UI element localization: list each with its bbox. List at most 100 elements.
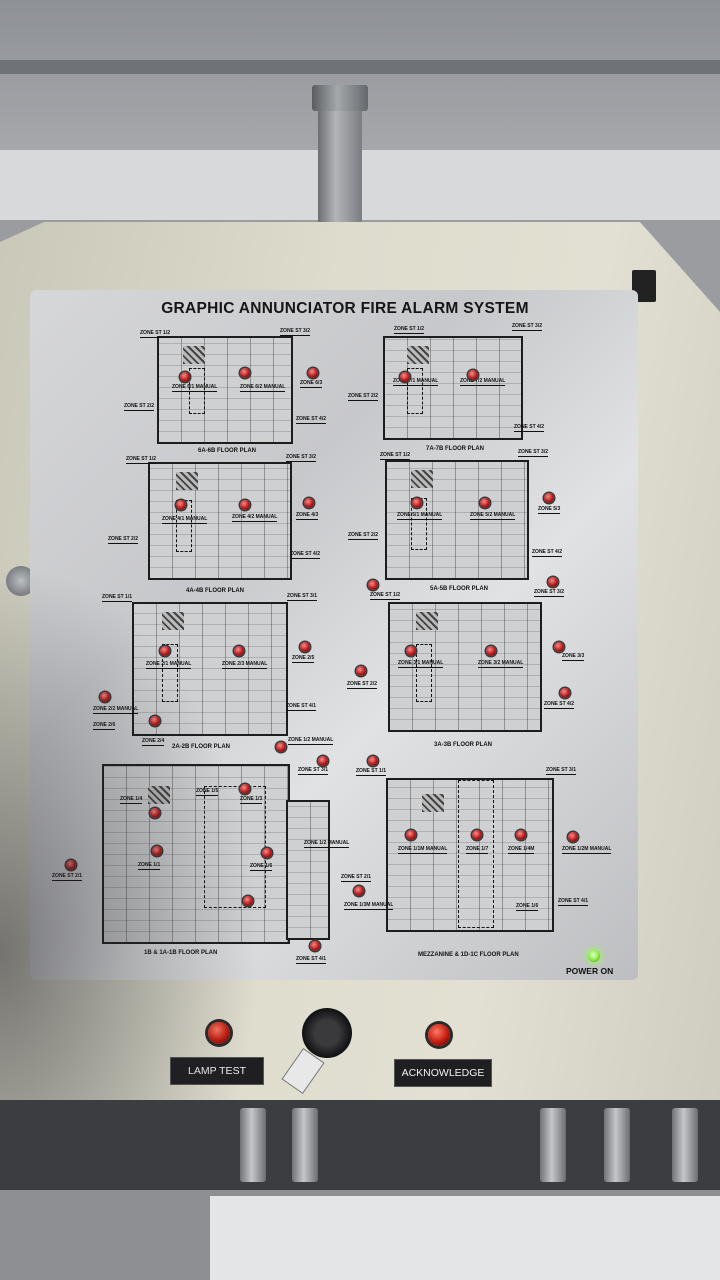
zone-tag: ZONE ST 1/2 <box>394 326 425 334</box>
zone-tag: ZONE 5/2 MANUAL <box>470 512 516 520</box>
zone-led <box>240 500 250 510</box>
zone-led <box>554 642 564 652</box>
zone-tag: ZONE ST 2/2 <box>348 393 379 401</box>
zone-tag: ZONE 3/2 MANUAL <box>478 660 524 668</box>
power-on-label: POWER ON <box>566 966 614 976</box>
zone-led <box>568 832 578 842</box>
zone-led <box>150 716 160 726</box>
zone-led <box>240 368 250 378</box>
zone-tag: ZONE ST 2/1 <box>341 874 372 882</box>
zone-tag: ZONE 1/1M MANUAL <box>398 846 448 854</box>
zone-tag: ZONE ST 4/2 <box>296 416 327 424</box>
cable-gland <box>292 1108 318 1182</box>
zone-tag: ZONE 1/6 <box>250 863 273 871</box>
floor-plan-label: 6A-6B FLOOR PLAN <box>198 448 257 454</box>
zone-tag: ZONE 7/2 MANUAL <box>460 378 506 386</box>
zone-led <box>406 646 416 656</box>
floor-plan-label: MEZZANINE & 1D-1C FLOOR PLAN <box>418 952 519 958</box>
zone-led <box>544 493 554 503</box>
zone-tag: ZONE ST 4/2 <box>532 549 563 557</box>
zone-tag: ZONE 1/3 <box>240 796 263 804</box>
acknowledge-button[interactable]: ACKNOWLEDGE <box>394 1059 492 1087</box>
zone-tag: ZONE 1/4M <box>508 846 535 854</box>
zone-tag: ZONE ST 3/2 <box>518 449 549 457</box>
zone-tag: ZONE 1/2M MANUAL <box>562 846 612 854</box>
zone-tag: ZONE 5/1 MANUAL <box>397 512 443 520</box>
lamp-test-indicator <box>208 1022 230 1044</box>
zone-led <box>354 886 364 896</box>
zone-led <box>472 830 482 840</box>
panel-title: GRAPHIC ANNUNCIATOR FIRE ALARM SYSTEM <box>161 300 529 317</box>
zone-tag: ZONE ST 2/2 <box>124 403 155 411</box>
zone-tag: ZONE ST 4/1 <box>558 898 589 906</box>
lamp-test-button[interactable]: LAMP TEST <box>170 1057 264 1085</box>
zone-tag: ZONE ST 1/2 <box>380 452 411 460</box>
zone-tag: ZONE ST 1/2 <box>370 592 401 600</box>
cable-gland <box>240 1108 266 1182</box>
zone-tag: ZONE 1/6 <box>516 903 539 911</box>
floor-plan-label: 7A-7B FLOOR PLAN <box>426 446 485 452</box>
cable-gland <box>604 1108 630 1182</box>
zone-tag: ZONE ST 4/2 <box>514 424 545 432</box>
zone-tag: ZONE 7/1 MANUAL <box>393 378 439 386</box>
ceiling-beam <box>0 60 720 74</box>
zone-led <box>310 941 320 951</box>
cable-gland <box>672 1108 698 1182</box>
zone-led <box>304 498 314 508</box>
zone-tag: ZONE ST 3/2 <box>286 454 317 462</box>
zone-led <box>356 666 366 676</box>
floor-plan-6a-6b <box>157 336 293 444</box>
zone-led <box>560 688 570 698</box>
zone-tag: ZONE 1/3M MANUAL <box>344 902 394 910</box>
zone-tag: ZONE ST 1/2 <box>140 330 171 338</box>
zone-led <box>480 498 490 508</box>
zone-led <box>516 830 526 840</box>
zone-tag: ZONE 6/1 MANUAL <box>172 384 218 392</box>
floor-plan-7a-7b <box>383 336 523 440</box>
zone-led <box>468 370 478 380</box>
zone-led <box>300 642 310 652</box>
zone-tag: ZONE ST 1/2 <box>126 456 157 464</box>
floor-plan-label: 5A-5B FLOOR PLAN <box>430 586 489 592</box>
zone-led <box>262 848 272 858</box>
zone-led <box>100 692 110 702</box>
zone-led <box>368 756 378 766</box>
zone-tag: ZONE 4/3 <box>296 512 319 520</box>
floor-plan-1b-annex <box>286 800 330 940</box>
zone-led <box>368 580 378 590</box>
zone-tag: ZONE ST 3/2 <box>534 589 565 597</box>
zone-led <box>66 860 76 870</box>
zone-led <box>308 368 318 378</box>
zone-tag: ZONE ST 3/1 <box>287 593 318 601</box>
zone-tag: ZONE 1/2 MANUAL <box>304 840 350 848</box>
zone-tag: ZONE ST 3/1 <box>298 767 329 775</box>
zone-led <box>406 830 416 840</box>
power-on-led <box>588 950 600 962</box>
zone-led <box>412 498 422 508</box>
zone-tag: ZONE ST 2/1 <box>52 873 83 881</box>
zone-tag: ZONE 6/2 MANUAL <box>240 384 286 392</box>
zone-tag: ZONE 5/3 <box>538 506 561 514</box>
key-switch-icon[interactable] <box>302 1008 352 1058</box>
zone-led <box>240 784 250 794</box>
zone-led <box>180 372 190 382</box>
zone-led <box>318 756 328 766</box>
zone-tag: ZONE ST 4/2 <box>290 551 321 559</box>
floor-plan-label: 3A-3B FLOOR PLAN <box>434 742 493 748</box>
zone-tag: ZONE ST 1/1 <box>356 768 387 776</box>
zone-led <box>276 742 286 752</box>
zone-tag: ZONE ST 4/2 <box>544 701 575 709</box>
zone-tag: ZONE 2/5 <box>292 655 315 663</box>
zone-tag: ZONE 1/5 <box>196 788 219 796</box>
zone-tag: ZONE ST 1/1 <box>102 594 133 602</box>
zone-tag: ZONE 2/2 MANUAL <box>93 706 139 714</box>
zone-tag: ZONE 4/1 MANUAL <box>162 516 208 524</box>
zone-tag: ZONE 3/1 MANUAL <box>398 660 444 668</box>
zone-tag: ZONE 2/3 MANUAL <box>222 661 268 669</box>
zone-tag: ZONE 6/3 <box>300 380 323 388</box>
zone-tag: ZONE 1/7 <box>466 846 489 854</box>
zone-tag: ZONE ST 2/2 <box>347 681 378 689</box>
zone-tag: ZONE 1/1 <box>138 862 161 870</box>
cable-gland <box>540 1108 566 1182</box>
zone-tag: ZONE ST 3/2 <box>280 328 311 336</box>
